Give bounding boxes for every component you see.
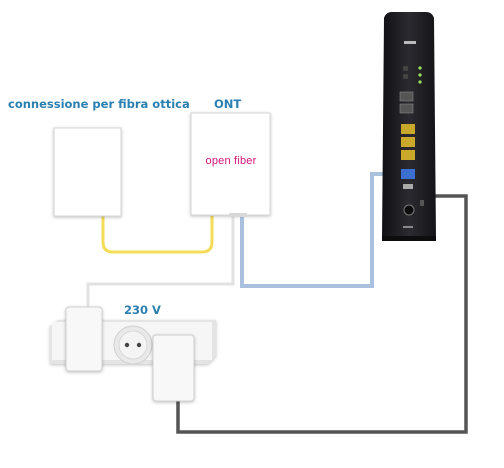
wan-port <box>401 169 415 179</box>
router-power-cable <box>176 194 468 434</box>
phone-port <box>399 91 414 102</box>
fiber-connection-label: connessione per fibra ottica <box>8 97 190 111</box>
router-device <box>382 12 436 241</box>
fiber-cable <box>101 216 214 254</box>
ont-device <box>190 112 271 216</box>
lan-port <box>401 124 415 134</box>
ethernet-cable <box>240 172 400 288</box>
lan-port <box>401 150 415 160</box>
ont-label: ONT <box>214 97 242 111</box>
lan-port <box>401 137 415 147</box>
router-power-adapter <box>152 334 195 402</box>
power-strip <box>50 306 216 402</box>
ont-port-strip <box>229 213 247 217</box>
usb-port <box>403 184 413 189</box>
fiber-connection-box <box>53 127 122 217</box>
power-jack <box>403 204 415 216</box>
ont-brand-logo: open fiber <box>205 155 257 167</box>
ont-power-cable <box>86 216 235 308</box>
ont-power-adapter <box>65 306 103 372</box>
voltage-label: 230 V <box>124 303 161 317</box>
phone-port <box>399 103 414 114</box>
